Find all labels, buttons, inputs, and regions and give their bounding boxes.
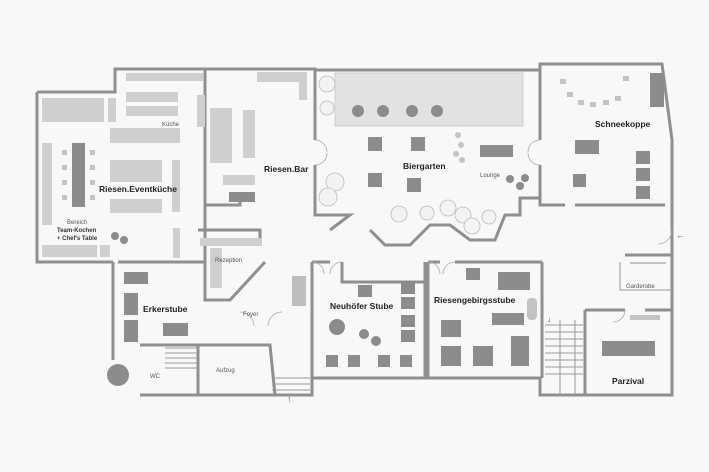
room-label-kueche: Küche [162, 122, 180, 128]
trees [318, 75, 497, 235]
walls [35, 62, 674, 397]
kitchen-counters [42, 72, 307, 306]
room-label-biergarten: Biergarten [403, 161, 446, 171]
room-label-erkerstube: Erkerstube [143, 304, 188, 314]
room-label-riesengebirgsstube: Riesengebirgsstube [434, 295, 516, 305]
area-label-lounge: Lounge [480, 173, 501, 179]
terrace-area [334, 72, 524, 127]
doors [239, 139, 673, 327]
room-label-neuhoefer: Neuhöfer Stube [330, 301, 394, 311]
entrance-arrow-icon: ← [676, 230, 685, 240]
chairs [62, 76, 666, 320]
area-label-rezeption: Rezeption [215, 258, 242, 264]
area-label-aufzug: Aufzug [216, 368, 235, 374]
area-label-foyer: Foyer [243, 312, 258, 318]
area-label-wc: WC [150, 374, 161, 380]
stairs-arrow-icon: ↓ [547, 314, 552, 324]
tables [72, 73, 664, 386]
area-label-garderobe: Garderobe [626, 284, 655, 290]
room-label-schneekoppe: Schneekoppe [595, 119, 651, 129]
stairs [165, 324, 583, 391]
area-label-team-kochen: Team-Kochen [57, 228, 97, 234]
area-label-bereich: Bereich [67, 220, 87, 226]
room-label-bar: Riesen.Bar [264, 164, 309, 174]
entrance-arrow-icon: ↑ [287, 394, 292, 404]
room-label-parzival: Parzival [612, 376, 644, 386]
area-label-chefs-table: + Chef's Table [57, 236, 98, 242]
room-label-eventkueche: Riesen.Eventküche [99, 184, 177, 194]
